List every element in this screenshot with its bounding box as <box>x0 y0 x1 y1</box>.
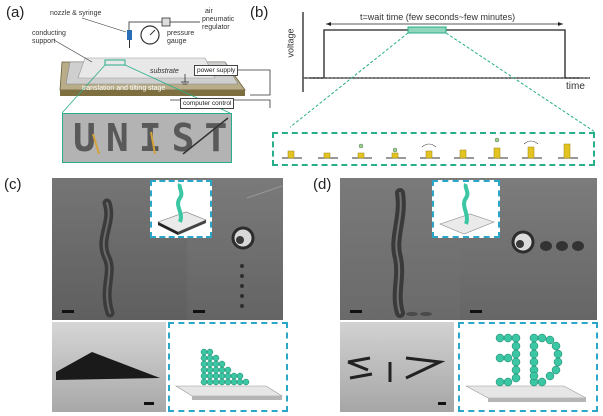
label-substrate: substrate <box>150 68 179 75</box>
step-7 <box>488 137 508 159</box>
panel-d-sem-letters <box>340 322 454 412</box>
panel-a: (a) nozzle & syringe air pneumatic r <box>0 0 290 170</box>
label-power-supply: power supply <box>194 65 239 76</box>
pillar-sequence-strip <box>272 132 595 166</box>
step-2 <box>318 152 338 159</box>
wait-time-label: t=wait time (few seconds~few minutes) <box>360 12 516 22</box>
label-pressure-gauge: pressure gauge <box>167 30 195 45</box>
scale-bar <box>470 310 482 313</box>
label-nozzle-syringe: nozzle & syringe <box>50 10 102 17</box>
voltage-axis-label: voltage <box>285 28 296 58</box>
panel-c-letter: (c) <box>4 176 22 193</box>
panel-a-schematic <box>53 17 271 114</box>
syringe-icon <box>127 30 132 40</box>
step-9 <box>558 143 578 159</box>
label-air: air <box>205 8 213 15</box>
panel-b: (b) voltage time t=wait time (few second… <box>250 0 603 170</box>
scale-bar <box>62 310 74 313</box>
panel-a-letter: (a) <box>6 4 25 21</box>
label-conducting-support: conducting support <box>32 30 66 45</box>
label-translation-stage: translation and tilting stage <box>82 85 166 92</box>
panel-d-letter: (d) <box>313 176 332 193</box>
label-computer-control: computer control <box>180 98 235 109</box>
step-6 <box>454 149 474 159</box>
panel-b-letter: (b) <box>250 4 269 21</box>
teal-wall-model <box>200 348 250 386</box>
time-axis-label: time <box>566 81 585 92</box>
voltage-time-plot <box>290 12 596 133</box>
step-5 <box>420 143 440 159</box>
scale-bar <box>350 310 362 313</box>
unist-inset: UNIST <box>62 113 232 163</box>
label-pneumatic-regulator: pneumatic regulator <box>202 16 235 31</box>
panel-c-model-inset <box>150 180 212 238</box>
scale-bar <box>193 310 205 313</box>
regulator-icon <box>161 17 171 27</box>
scale-bar <box>144 402 154 405</box>
step-1 <box>282 150 302 159</box>
panel-d-model-3d <box>458 322 598 412</box>
step-4 <box>386 147 406 159</box>
scale-bar <box>438 402 446 405</box>
step-8 <box>522 140 542 159</box>
teal-3d-model <box>495 333 563 387</box>
step-3 <box>352 143 372 159</box>
panel-d-model-inset <box>432 180 500 238</box>
panel-c-sem-wall <box>52 322 166 412</box>
panel-c-model-wall <box>168 322 288 412</box>
